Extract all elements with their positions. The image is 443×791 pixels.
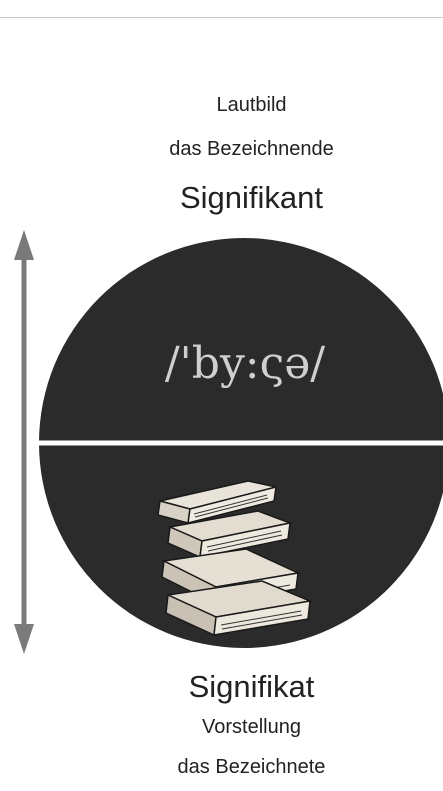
heading-signifikant: Signifikant <box>179 180 324 215</box>
label-das-bezeichnete: das Bezeichnete <box>177 756 326 778</box>
label-lautbild: Lautbild <box>216 94 287 116</box>
books-icon <box>157 480 313 637</box>
double-arrow-icon <box>14 230 34 654</box>
top-divider-line <box>0 17 443 18</box>
heading-signifikat: Signifikat <box>188 669 315 704</box>
phonetic-transcription: /'by:ςə/ <box>165 338 325 389</box>
label-das-bezeichnende: das Bezeichnende <box>169 138 334 160</box>
label-vorstellung: Vorstellung <box>202 716 301 738</box>
